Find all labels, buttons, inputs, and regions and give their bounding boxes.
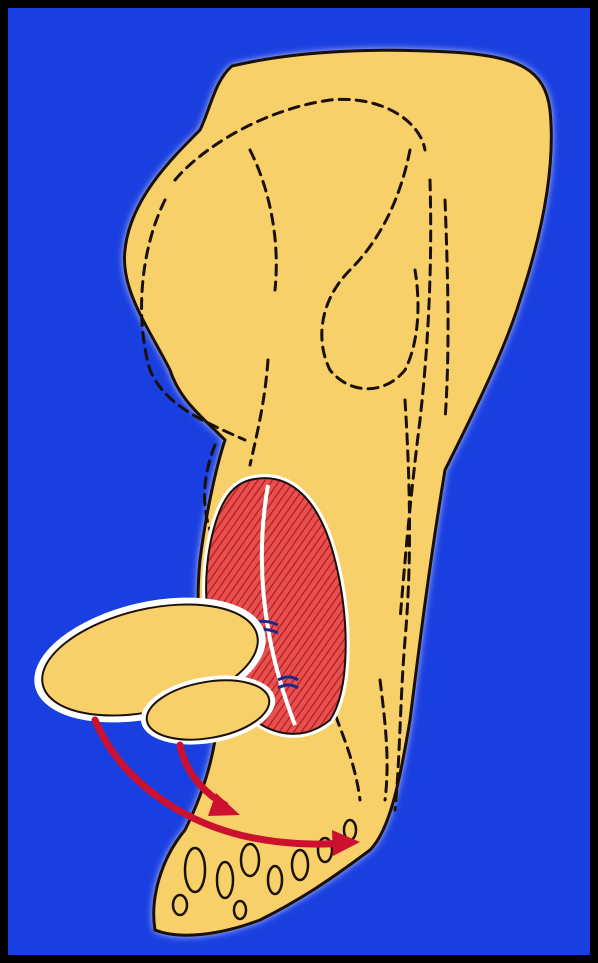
anatomical-diagram	[0, 0, 598, 963]
figure-canvas	[0, 0, 598, 963]
